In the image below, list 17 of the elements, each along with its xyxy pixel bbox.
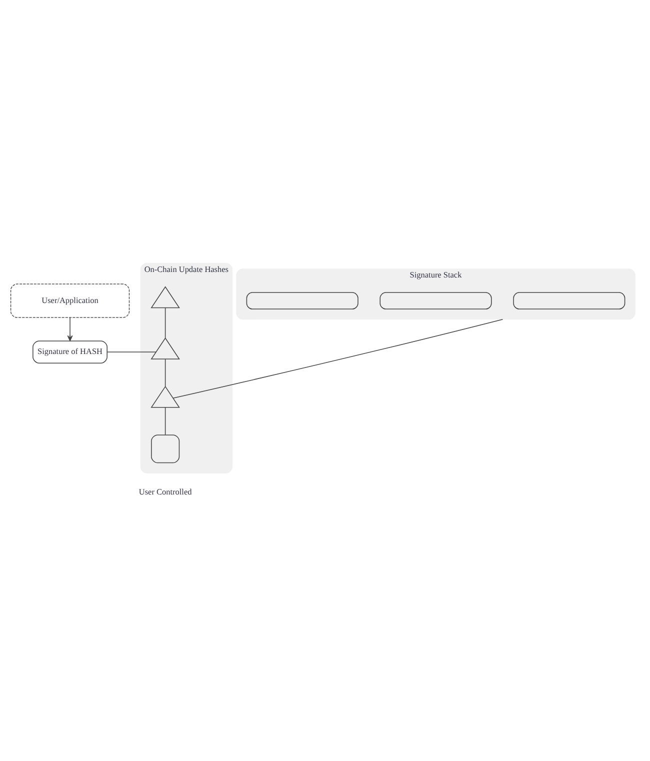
node-triangle	[150, 337, 180, 360]
node-box: User/Application	[10, 284, 130, 318]
node-triangle	[150, 386, 180, 408]
node-triangle	[150, 286, 180, 308]
connector	[172, 318, 504, 399]
node-box	[246, 292, 358, 310]
arrow	[67, 317, 73, 342]
connector	[164, 307, 166, 338]
cluster: Signature Stack	[236, 268, 636, 320]
connector	[164, 358, 166, 387]
label: User Controlled	[138, 488, 192, 497]
node-box: Signature of HASH	[32, 340, 108, 364]
cluster: On-Chain Update Hashes	[140, 262, 233, 474]
node-box	[380, 292, 492, 310]
node-box	[513, 292, 626, 310]
node-box	[151, 434, 180, 464]
connector	[164, 407, 166, 436]
